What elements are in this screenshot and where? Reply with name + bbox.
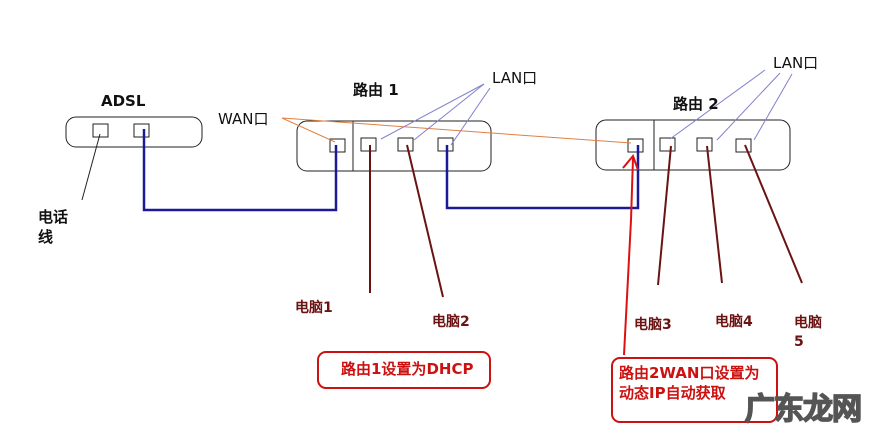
computer-3-label: 电脑3 [634, 317, 672, 333]
router1-label: 路由 1 [353, 81, 399, 99]
computer-5-label-line2: 5 [794, 333, 822, 352]
router1-wan-port [329, 138, 346, 153]
phone-line-label-line2: 线 [38, 228, 54, 246]
adsl-wan-port [133, 123, 150, 138]
cable-router1-to-router2 [445, 145, 640, 210]
router2-lan-port-3 [735, 138, 752, 153]
adsl-phone-port [92, 123, 109, 138]
router2-wan-note: 路由2WAN口设置为 动态IP自动获取 [611, 357, 778, 423]
adsl-label: ADSL [101, 92, 146, 110]
computer-5-label: 电脑5 [794, 315, 822, 350]
lan-pointer-r2-1 [669, 69, 766, 140]
lan-pointer-r1-1 [380, 83, 485, 140]
phone-line-label-line1: 电话 [38, 208, 69, 226]
watermark-logo: 广东龙网 [744, 391, 863, 428]
lan-pointer-r2-2 [716, 72, 781, 141]
computer-5-label-lines: 电脑 5 [794, 314, 822, 352]
lan-pointer-r1-3 [450, 87, 491, 146]
lan-port-label-router1: LAN口 [492, 69, 538, 87]
router2-wan-note-line2: 动态IP自动获取 [619, 384, 726, 402]
pc-cable-2 [406, 144, 444, 298]
computer-5-label-line1: 电脑 [794, 314, 822, 333]
router2-wan-note-line1: 路由2WAN口设置为 [619, 364, 760, 382]
lan-pointer-r2-3 [753, 73, 793, 141]
lan-port-label-router2: LAN口 [773, 54, 819, 72]
computer-2-label: 电脑2 [432, 314, 470, 330]
wan-port-label: WAN口 [218, 110, 269, 128]
wan-pointer-router2 [281, 117, 632, 144]
computer-4-label: 电脑4 [715, 314, 753, 330]
router2-wan-port [627, 138, 644, 153]
router1-dhcp-note: 路由1设置为DHCP [317, 351, 491, 389]
router2-label: 路由 2 [673, 95, 719, 113]
adsl-modem-box [65, 116, 203, 148]
wan-pointer-router1 [281, 117, 336, 143]
phone-line-label: 电话 线 [38, 207, 68, 247]
router2-lan-port-1 [659, 137, 676, 152]
router1-box [296, 120, 492, 172]
lan-pointer-r1-2 [413, 83, 485, 141]
router1-lan-port-1 [360, 137, 377, 152]
router1-dhcp-note-text: 路由1设置为DHCP [341, 360, 474, 378]
note-arrow-line [623, 157, 634, 356]
phone-line-pointer [81, 133, 101, 201]
router2-box [595, 119, 791, 171]
router1-lan-port-2 [397, 137, 414, 152]
note-arrow-head [622, 154, 639, 171]
pc-cable-3 [657, 145, 672, 286]
router1-lan-port-3 [437, 137, 454, 152]
pc-cable-4 [706, 145, 723, 284]
cable-adsl-to-router1 [142, 129, 338, 212]
computer-1-label: 电脑1 [295, 300, 333, 316]
router2-lan-port-2 [696, 137, 713, 152]
pc-cable-5 [744, 144, 803, 284]
